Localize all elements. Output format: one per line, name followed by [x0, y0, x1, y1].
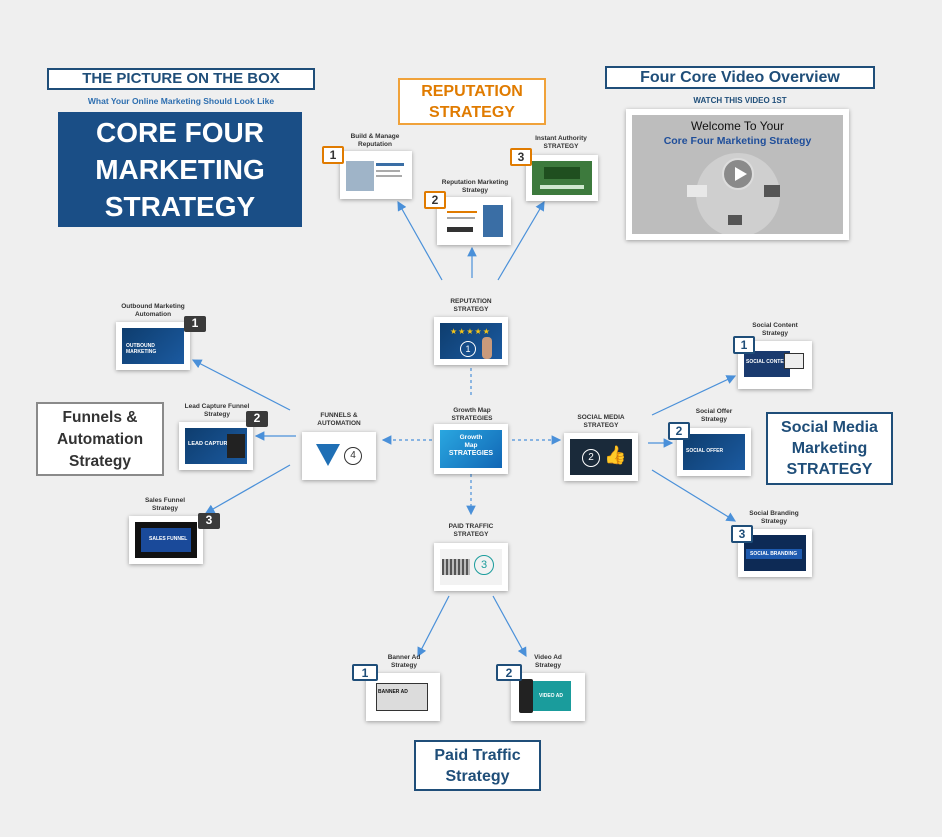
crowd-icon [442, 559, 470, 575]
paid-hub-num: 3 [474, 555, 494, 575]
video-overview-title: Four Core Video Overview [605, 66, 875, 89]
funnels-hub-label: FUNNELS & AUTOMATION [317, 412, 361, 427]
rep-item-1-num: 1 [322, 146, 344, 164]
reputation-title: REPUTATION STRATEGY [398, 78, 546, 125]
fun-item-1-card[interactable]: OUTBOUND MARKETING [116, 322, 190, 370]
soc-item-3-thumb: SOCIAL BRANDING [750, 551, 798, 557]
rep-hub-card[interactable]: ★★★★★ 1 [434, 317, 508, 365]
arrow-fun-3 [204, 464, 291, 514]
fun-item-3-thumb: SALES FUNNEL [149, 536, 188, 542]
arrow-soc-3 [651, 469, 737, 522]
center-card[interactable]: Growth Map STRATEGIES [434, 424, 508, 474]
soc-item-1-label: Social Content Strategy [752, 322, 798, 337]
soc-item-2-num: 2 [668, 422, 690, 440]
center-thumb-1: Growth [459, 434, 483, 441]
soc-item-3-label: Social Branding Strategy [749, 510, 799, 525]
fun-item-2-card[interactable]: LEAD CAPTURE [179, 422, 253, 470]
video-overview-subtitle: WATCH THIS VIDEO 1ST [693, 96, 787, 105]
fun-item-2-thumb: LEAD CAPTURE [188, 441, 232, 447]
arrow-soc-1 [651, 375, 737, 416]
social-title: Social Media Marketing STRATEGY [766, 412, 893, 485]
video-strategy-label: Core Four Marketing Strategy [663, 135, 812, 147]
funnels-hub-num: 4 [344, 447, 362, 465]
social-hub-label: SOCIAL MEDIA STRATEGY [577, 414, 625, 429]
fun-item-3-num: 3 [198, 513, 220, 529]
box-subtitle: What Your Online Marketing Should Look L… [87, 96, 275, 106]
social-hub-num: 2 [582, 449, 600, 467]
paid-item-1-num: 1 [352, 664, 378, 681]
paid-item-2-label: Video Ad Strategy [534, 654, 562, 669]
center-thumb-2: Map [464, 442, 478, 449]
fun-item-3-label: Sales Funnel Strategy [144, 497, 186, 512]
arrow-paid-2 [492, 595, 527, 658]
stars-icon: ★★★★★ [450, 327, 491, 336]
rep-item-1-card[interactable] [340, 151, 412, 199]
paid-hub-label: PAID TRAFFIC STRATEGY [448, 523, 494, 538]
video-player[interactable]: Welcome To Your Core Four Marketing Stra… [626, 109, 849, 240]
funnel-icon [316, 444, 340, 466]
rep-hub-label: REPUTATION STRATEGY [450, 298, 492, 313]
fun-item-3-card[interactable]: SALES FUNNEL [129, 516, 203, 564]
arrow-rep-3 [497, 200, 545, 281]
rep-item-3-num: 3 [510, 148, 532, 166]
soc-item-2-thumb: SOCIAL OFFER [686, 448, 724, 454]
video-welcome: Welcome To Your [691, 119, 784, 133]
rep-item-3-label: Instant Authority STRATEGY [535, 135, 587, 150]
arrow-fun-1 [191, 359, 291, 411]
paid-item-1-card[interactable]: BANNER AD [366, 673, 440, 721]
rep-item-2-card[interactable] [437, 197, 511, 245]
fun-item-1-label: Outbound Marketing Automation [121, 303, 185, 318]
paid-item-2-card[interactable]: VIDEO AD [511, 673, 585, 721]
funnels-hub-card[interactable]: 4 [302, 432, 376, 480]
paid-item-1-thumb: BANNER AD [378, 689, 408, 695]
play-icon[interactable] [722, 158, 754, 190]
rep-hub-num: 1 [460, 341, 476, 357]
arrow-rep-1 [397, 200, 443, 281]
fun-item-1-num: 1 [184, 316, 206, 332]
center-thumb-3: STRATEGIES [448, 450, 494, 457]
fun-item-2-num: 2 [246, 411, 268, 427]
soc-item-1-thumb: SOCIAL CONTENT [746, 359, 791, 365]
thumbs-up-icon: 👍 [604, 445, 627, 465]
box-title: THE PICTURE ON THE BOX [47, 68, 315, 90]
paid-item-2-num: 2 [496, 664, 522, 681]
paid-hub-card[interactable]: 3 [434, 543, 508, 591]
fun-item-2-label: Lead Capture Funnel Strategy [184, 403, 250, 418]
social-hub-card[interactable]: 2 👍 [564, 433, 638, 481]
soc-item-1-num: 1 [733, 336, 755, 354]
rep-item-3-card[interactable] [526, 155, 598, 201]
rep-item-2-label: Reputation Marketing Strategy [441, 179, 509, 194]
rep-item-1-label: Build & Manage Reputation [350, 133, 400, 148]
paid-item-1-label: Banner Ad Strategy [387, 654, 421, 669]
paid-item-2-thumb: VIDEO AD [539, 693, 563, 699]
core-title: CORE FOUR MARKETING STRATEGY [58, 112, 302, 227]
paid-title: Paid Traffic Strategy [414, 740, 541, 791]
soc-item-3-num: 3 [731, 525, 753, 543]
fun-item-1-thumb: OUTBOUND MARKETING [126, 343, 157, 355]
funnels-title: Funnels & Automation Strategy [36, 402, 164, 476]
soc-item-2-label: Social Offer Strategy [695, 408, 733, 423]
rep-item-2-num: 2 [424, 191, 446, 209]
center-label: Growth Map STRATEGIES [451, 407, 493, 422]
arrow-paid-1 [417, 595, 450, 658]
